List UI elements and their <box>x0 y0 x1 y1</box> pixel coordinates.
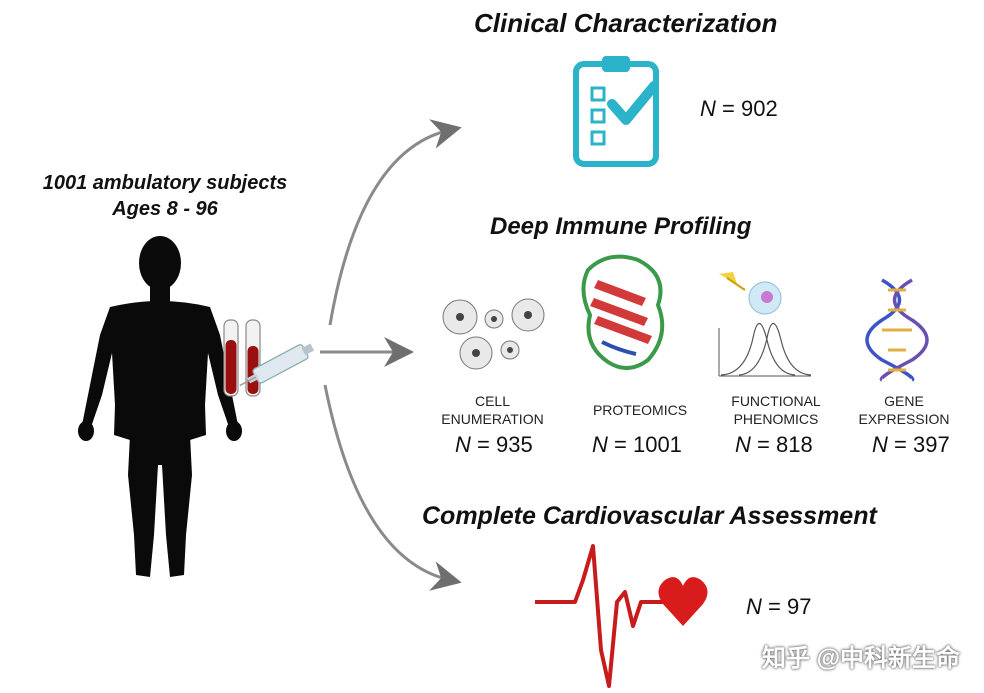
caption-gene-expression: GENE EXPRESSION <box>858 393 950 427</box>
arrow-to-clinical <box>328 119 462 326</box>
functional-phenomics-count: N = 818 <box>735 432 813 458</box>
subjects-count-line: 1001 ambulatory subjects <box>42 172 288 194</box>
heartbeat-icon <box>535 544 708 688</box>
cardio-title: Complete Cardiovascular Assessment <box>422 502 877 530</box>
proteomics-count: N = 1001 <box>592 432 682 458</box>
dna-helix-icon <box>865 278 929 382</box>
n-label: N <box>735 432 751 457</box>
cell-enumeration-count: N = 935 <box>455 432 533 458</box>
clinical-n-value: = 902 <box>722 96 778 121</box>
cardio-n-label: N <box>746 594 762 619</box>
n-value: = 397 <box>894 432 950 457</box>
gene-expression-count: N = 397 <box>872 432 950 458</box>
n-value: = 1001 <box>614 432 682 457</box>
human-silhouette-icon <box>78 236 242 577</box>
heart-icon <box>658 577 708 626</box>
watermark-text: 知乎 @中科新生命 <box>761 645 960 672</box>
n-value: = 818 <box>757 432 813 457</box>
cardio-n-value: = 97 <box>768 594 812 619</box>
n-label: N <box>872 432 888 457</box>
subjects-label: 1001 ambulatory subjects Ages 8 - 96 <box>0 170 330 222</box>
clipboard-checklist-icon <box>573 56 659 167</box>
immune-title: Deep Immune Profiling <box>490 213 752 240</box>
caption-proteomics: PROTEOMICS <box>592 402 688 418</box>
protein-structure-icon <box>581 254 665 370</box>
cardio-count: N = 97 <box>746 594 811 620</box>
subjects-age-line: Ages 8 - 96 <box>112 198 218 220</box>
clinical-title: Clinical Characterization <box>474 8 778 38</box>
n-label: N <box>455 432 471 457</box>
n-value: = 935 <box>477 432 533 457</box>
syringe-icon <box>239 343 315 387</box>
n-label: N <box>592 432 608 457</box>
clinical-count: N = 902 <box>700 96 778 122</box>
cells-icon <box>442 298 545 370</box>
caption-cell-enumeration: CELL ENUMERATION <box>441 393 544 427</box>
clinical-n-label: N <box>700 96 716 121</box>
blood-tubes-icon <box>223 319 315 397</box>
arrow-to-cardio <box>323 384 462 591</box>
caption-functional-phenomics: FUNCTIONAL PHENOMICS <box>731 393 821 427</box>
flow-cytometry-icon <box>718 272 812 377</box>
